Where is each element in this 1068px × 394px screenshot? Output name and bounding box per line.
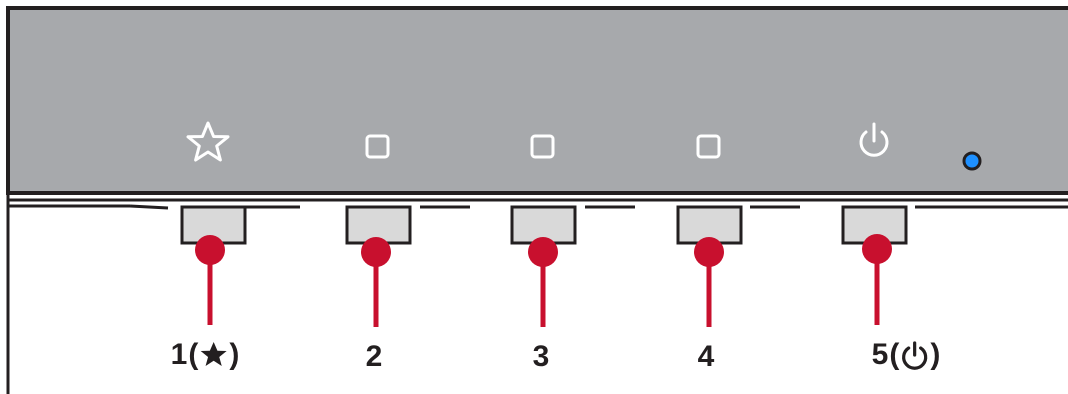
physical-button-5[interactable] bbox=[841, 205, 908, 245]
button-number: 5 bbox=[871, 338, 889, 371]
callout-2 bbox=[361, 237, 391, 327]
button-number: 2 bbox=[365, 340, 383, 373]
button-label-5: 5 ( ) bbox=[871, 338, 941, 371]
power-led bbox=[962, 151, 982, 171]
button-label-2: 2 bbox=[366, 340, 383, 374]
button-number: 4 bbox=[697, 340, 715, 373]
square-icon bbox=[530, 134, 555, 159]
button-number: 1 bbox=[170, 338, 188, 371]
button-label-4: 4 bbox=[698, 340, 715, 374]
star-outline-icon bbox=[186, 121, 230, 162]
power-icon bbox=[859, 122, 889, 157]
button-number: 3 bbox=[532, 340, 550, 373]
square-icon bbox=[365, 134, 390, 159]
callout-3 bbox=[528, 237, 558, 327]
callout-1 bbox=[195, 235, 225, 325]
physical-button-4[interactable] bbox=[676, 205, 743, 245]
square-icon bbox=[696, 134, 721, 159]
callout-5 bbox=[862, 234, 892, 325]
star-icon bbox=[200, 342, 227, 366]
button-label-1: 1 ( ) bbox=[170, 338, 240, 371]
button-label-3: 3 bbox=[533, 340, 550, 374]
bezel-bottom-edge bbox=[8, 198, 1068, 210]
monitor-bezel bbox=[6, 6, 1068, 195]
callout-4 bbox=[694, 237, 724, 327]
power-icon bbox=[901, 341, 927, 370]
